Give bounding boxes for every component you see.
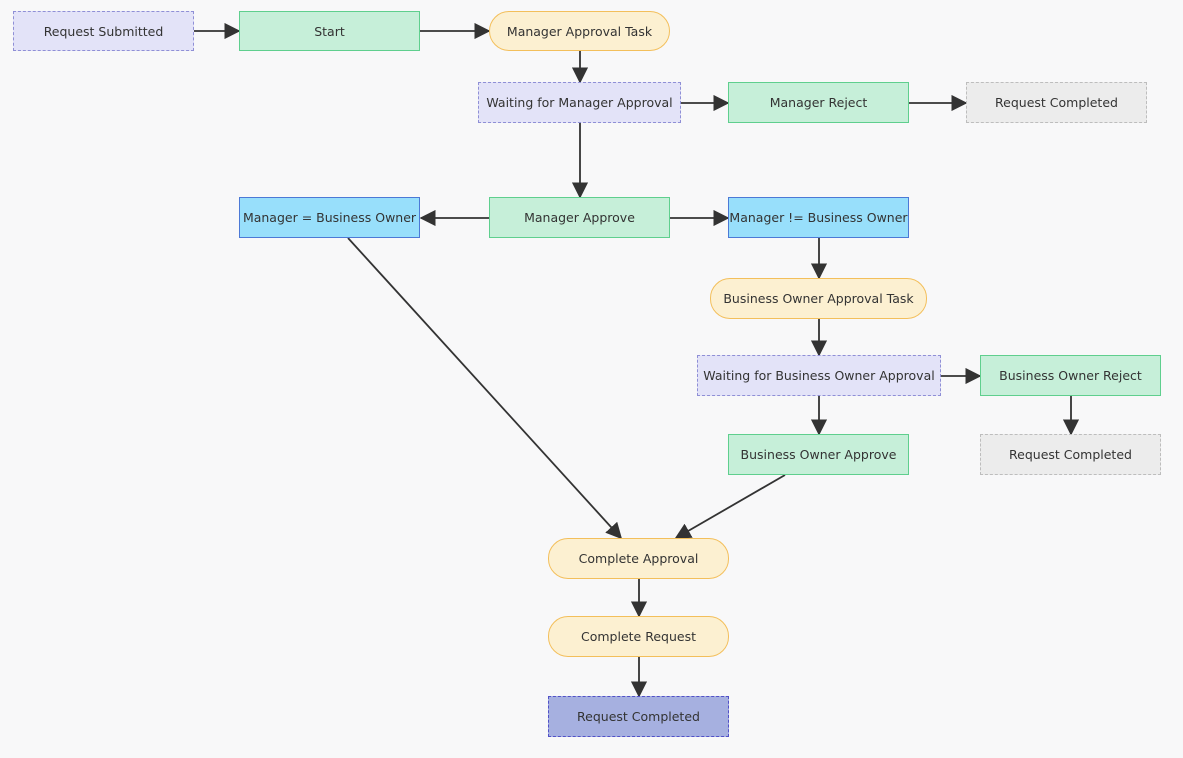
node-waiting-manager-approval[interactable]: Waiting for Manager Approval xyxy=(478,82,681,123)
node-manager-reject[interactable]: Manager Reject xyxy=(728,82,909,123)
node-label: Waiting for Manager Approval xyxy=(486,95,673,110)
node-label: Manager = Business Owner xyxy=(242,210,417,225)
node-request-completed-1[interactable]: Request Completed xyxy=(966,82,1147,123)
node-start[interactable]: Start xyxy=(239,11,420,51)
node-waiting-business-owner-approval[interactable]: Waiting for Business Owner Approval xyxy=(697,355,941,396)
node-label: Request Completed xyxy=(995,95,1118,110)
node-label: Manager != Business Owner xyxy=(729,210,908,225)
node-label: Manager Reject xyxy=(769,95,868,110)
node-complete-approval[interactable]: Complete Approval xyxy=(548,538,729,579)
node-manager-approve[interactable]: Manager Approve xyxy=(489,197,670,238)
node-complete-request[interactable]: Complete Request xyxy=(548,616,729,657)
edge-eq-owner-to-complete-approval xyxy=(347,237,623,540)
node-label: Waiting for Business Owner Approval xyxy=(703,368,935,383)
node-label: Business Owner Approve xyxy=(740,447,897,462)
node-label: Manager Approval Task xyxy=(506,23,653,39)
node-request-submitted[interactable]: Request Submitted xyxy=(13,11,194,51)
node-business-owner-approve[interactable]: Business Owner Approve xyxy=(728,434,909,475)
edge-bo-approve-to-complete-approval xyxy=(674,474,786,539)
node-label: Business Owner Approval Task xyxy=(723,291,914,306)
node-label: Request Completed xyxy=(1009,447,1132,462)
node-manager-neq-business-owner[interactable]: Manager != Business Owner xyxy=(728,197,909,238)
node-label: Complete Approval xyxy=(578,551,699,566)
node-manager-eq-business-owner[interactable]: Manager = Business Owner xyxy=(239,197,420,238)
node-label: Business Owner Reject xyxy=(999,368,1142,383)
node-label: Start xyxy=(314,23,345,39)
node-label: Manager Approve xyxy=(524,210,635,225)
node-business-owner-approval-task[interactable]: Business Owner Approval Task xyxy=(710,278,927,319)
node-label: Request Submitted xyxy=(43,23,164,39)
node-request-completed-2[interactable]: Request Completed xyxy=(980,434,1161,475)
node-request-completed-final[interactable]: Request Completed xyxy=(548,696,729,737)
node-label: Request Completed xyxy=(577,709,700,724)
node-business-owner-reject[interactable]: Business Owner Reject xyxy=(980,355,1161,396)
node-label: Complete Request xyxy=(581,629,696,644)
node-manager-approval-task[interactable]: Manager Approval Task xyxy=(489,11,670,51)
